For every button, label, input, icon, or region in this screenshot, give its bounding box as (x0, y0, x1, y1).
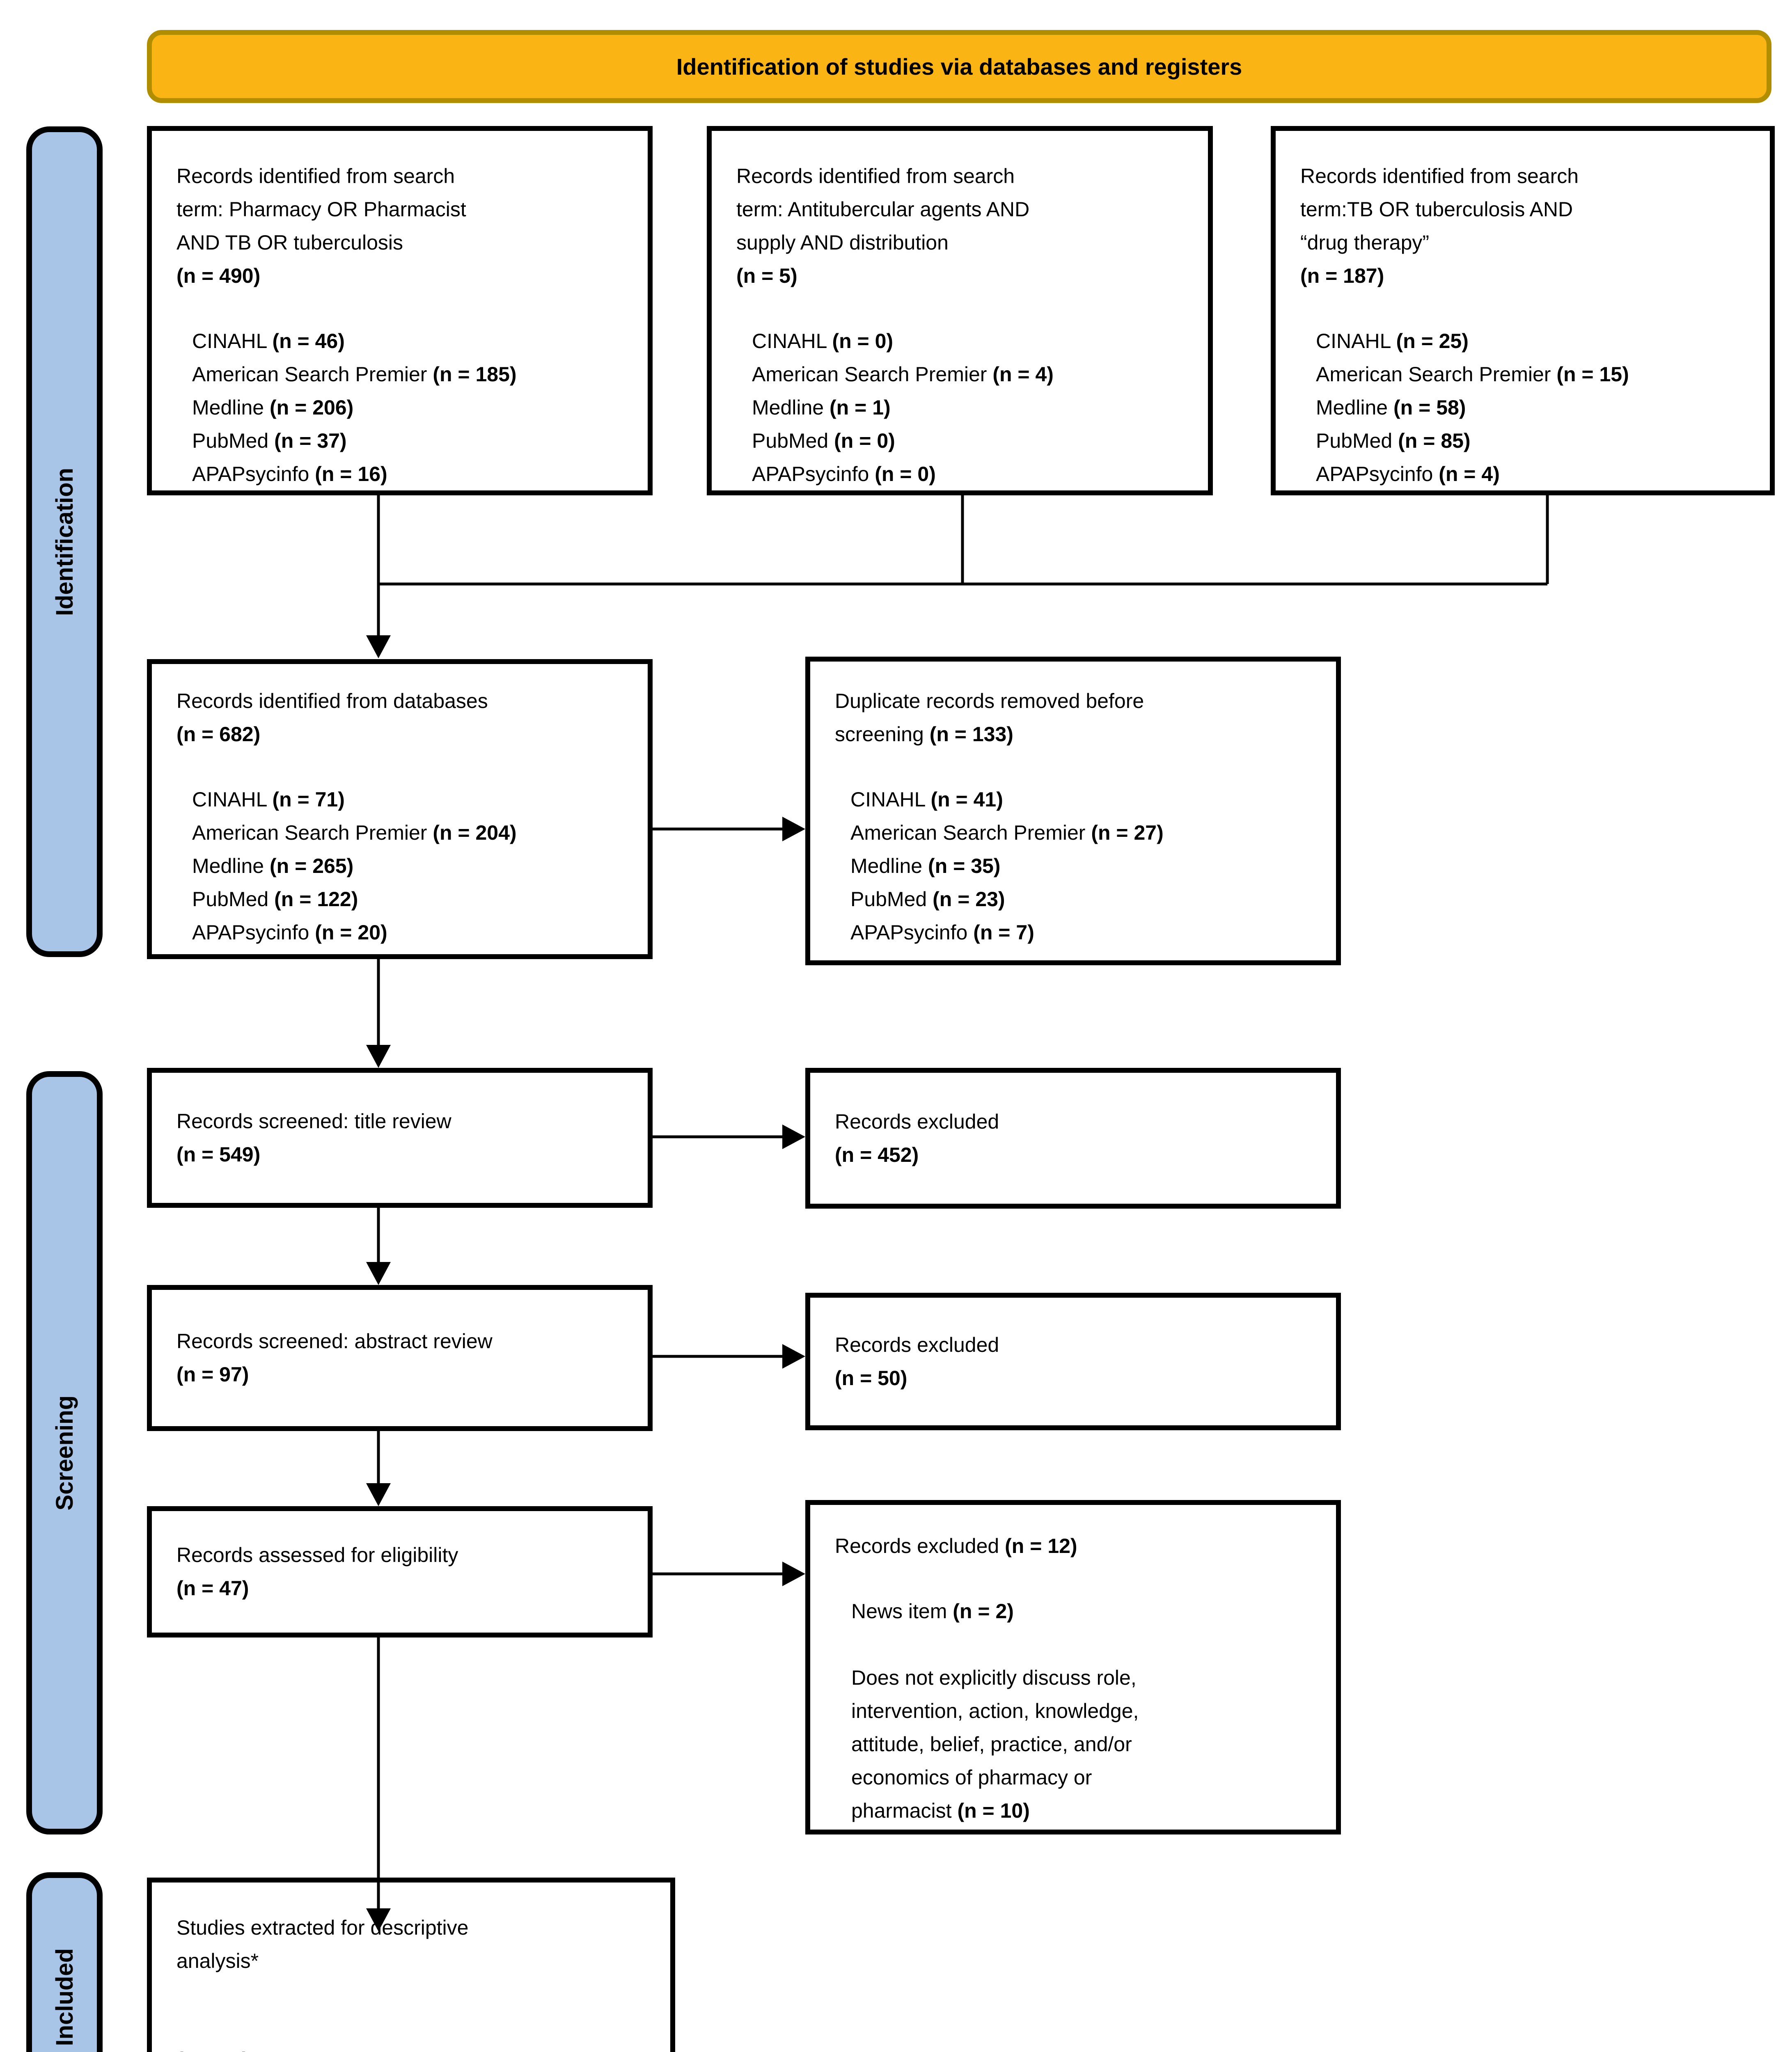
box-records-search-term-3: Records identified from search term:TB O… (1271, 126, 1775, 495)
stage-bar-included: Included (26, 1872, 103, 2052)
source-row: PubMed (n = 0) (752, 429, 895, 452)
arrowhead-to-abstract (366, 1262, 391, 1285)
stage-bar-screening: Screening (26, 1071, 103, 1834)
box-records-excluded-eligibility: Records excluded (n = 12) News item (n =… (805, 1500, 1341, 1834)
exclusion-reason-news-item: News item (n = 2) (851, 1600, 1014, 1623)
source-row: Medline (n = 265) (192, 854, 354, 877)
n-count: (n = 12) (1005, 1534, 1077, 1557)
stage-label-screening: Screening (51, 1395, 78, 1511)
box-title: Records identified from search term:TB O… (1300, 160, 1616, 293)
source-row: CINAHL (n = 71) (192, 788, 345, 811)
box-title: Records excluded (n = 12) (835, 1534, 1077, 1557)
banner-title: Identification of studies via databases … (676, 53, 1242, 80)
source-row: Medline (n = 1) (752, 396, 891, 419)
n-count: (n = 37) (176, 2043, 646, 2052)
source-row: PubMed (n = 23) (850, 888, 1005, 911)
database-source-list: CINAHL (n = 41) American Search Premier … (850, 783, 1311, 949)
source-row: APAPsycinfo (n = 7) (850, 921, 1034, 944)
database-source-list: CINAHL (n = 71) American Search Premier … (192, 783, 623, 949)
n-count: (n = 490) (176, 264, 261, 287)
source-row: American Search Premier (n = 185) (192, 363, 517, 386)
n-count: (n = 549) (176, 1143, 261, 1166)
database-source-list: CINAHL (n = 0) American Search Premier (… (752, 325, 1183, 491)
n-count: (n = 97) (176, 1363, 249, 1386)
n-count: (n = 5) (736, 264, 797, 287)
n-count: (n = 50) (835, 1366, 907, 1390)
box-title: Records identified from search term: Pha… (176, 160, 493, 293)
arrowhead-to-combined (366, 635, 391, 658)
stage-label-identification: Identification (51, 467, 78, 616)
box-records-identified-from-databases: Records identified from databases (n = 6… (147, 659, 653, 959)
source-row: APAPsycinfo (n = 0) (752, 463, 936, 486)
source-row: American Search Premier (n = 27) (850, 821, 1164, 844)
box-title: Records identified from search term: Ant… (736, 160, 1052, 293)
box-title: Records screened: abstract review (n = 9… (176, 1325, 505, 1391)
box-records-assessed-for-eligibility: Records assessed for eligibility (n = 47… (147, 1506, 653, 1637)
box-records-excluded-abstract-review: Records excluded (n = 50) (805, 1293, 1341, 1430)
n-count: (n = 682) (176, 723, 261, 746)
box-records-screened-title-review: Records screened: title review (n = 549) (147, 1068, 653, 1208)
box-title: Studies extracted for descriptive analys… (176, 1916, 469, 1972)
n-count: (n = 452) (835, 1143, 919, 1166)
arrowhead-to-eligibility (366, 1483, 391, 1506)
source-row: CINAHL (n = 46) (192, 330, 345, 353)
source-row: CINAHL (n = 0) (752, 330, 894, 353)
box-records-excluded-title-review: Records excluded (n = 452) (805, 1068, 1341, 1209)
source-row: Medline (n = 206) (192, 396, 354, 419)
database-source-list: CINAHL (n = 25) American Search Premier … (1316, 325, 1745, 491)
box-studies-extracted: Studies extracted for descriptive analys… (147, 1878, 675, 2052)
source-row: APAPsycinfo (n = 20) (192, 921, 387, 944)
arrowhead-to-excluded-50 (782, 1344, 805, 1369)
box-title: Records excluded (n = 452) (835, 1105, 1311, 1172)
arrowhead-to-excluded-452 (782, 1124, 805, 1149)
source-row: American Search Premier (n = 4) (752, 363, 1054, 386)
source-row: CINAHL (n = 41) (850, 788, 1003, 811)
n-count: (n = 133) (929, 723, 1013, 746)
stage-bar-identification: Identification (26, 126, 103, 957)
box-title: Records screened: title review (n = 549) (176, 1105, 505, 1171)
banner-identification-via-databases: Identification of studies via databases … (147, 30, 1771, 103)
source-row: Medline (n = 35) (850, 854, 1001, 877)
source-row: APAPsycinfo (n = 4) (1316, 463, 1500, 486)
source-row: APAPsycinfo (n = 16) (192, 463, 387, 486)
source-row: PubMed (n = 122) (192, 888, 358, 911)
stage-label-included: Included (51, 1948, 78, 2046)
box-records-search-term-2: Records identified from search term: Ant… (707, 126, 1213, 495)
box-title: Records excluded (n = 50) (835, 1328, 1311, 1395)
n-count: (n = 187) (1300, 264, 1384, 287)
database-source-list: CINAHL (n = 46) American Search Premier … (192, 325, 623, 491)
exclusion-reason-not-explicit: Does not explicitly discuss role, interv… (851, 1666, 1139, 1822)
box-title: Records identified from databases (n = 6… (176, 689, 488, 746)
n-count: (n = 47) (176, 1577, 249, 1600)
arrowhead-to-duplicates (782, 817, 805, 841)
arrowhead-to-excluded-12 (782, 1562, 805, 1586)
source-row: PubMed (n = 85) (1316, 429, 1471, 452)
source-row: Medline (n = 58) (1316, 396, 1466, 419)
source-row: CINAHL (n = 25) (1316, 330, 1469, 353)
source-row: American Search Premier (n = 15) (1316, 363, 1629, 386)
source-row: American Search Premier (n = 204) (192, 821, 517, 844)
box-records-search-term-1: Records identified from search term: Pha… (147, 126, 653, 495)
arrowhead-to-title-review (366, 1045, 391, 1068)
box-title: Duplicate records removed before screeni… (835, 689, 1144, 746)
box-records-screened-abstract-review: Records screened: abstract review (n = 9… (147, 1285, 653, 1431)
box-duplicate-records-removed: Duplicate records removed before screeni… (805, 657, 1341, 965)
box-title: Records assessed for eligibility (n = 47… (176, 1539, 505, 1605)
source-row: PubMed (n = 37) (192, 429, 347, 452)
